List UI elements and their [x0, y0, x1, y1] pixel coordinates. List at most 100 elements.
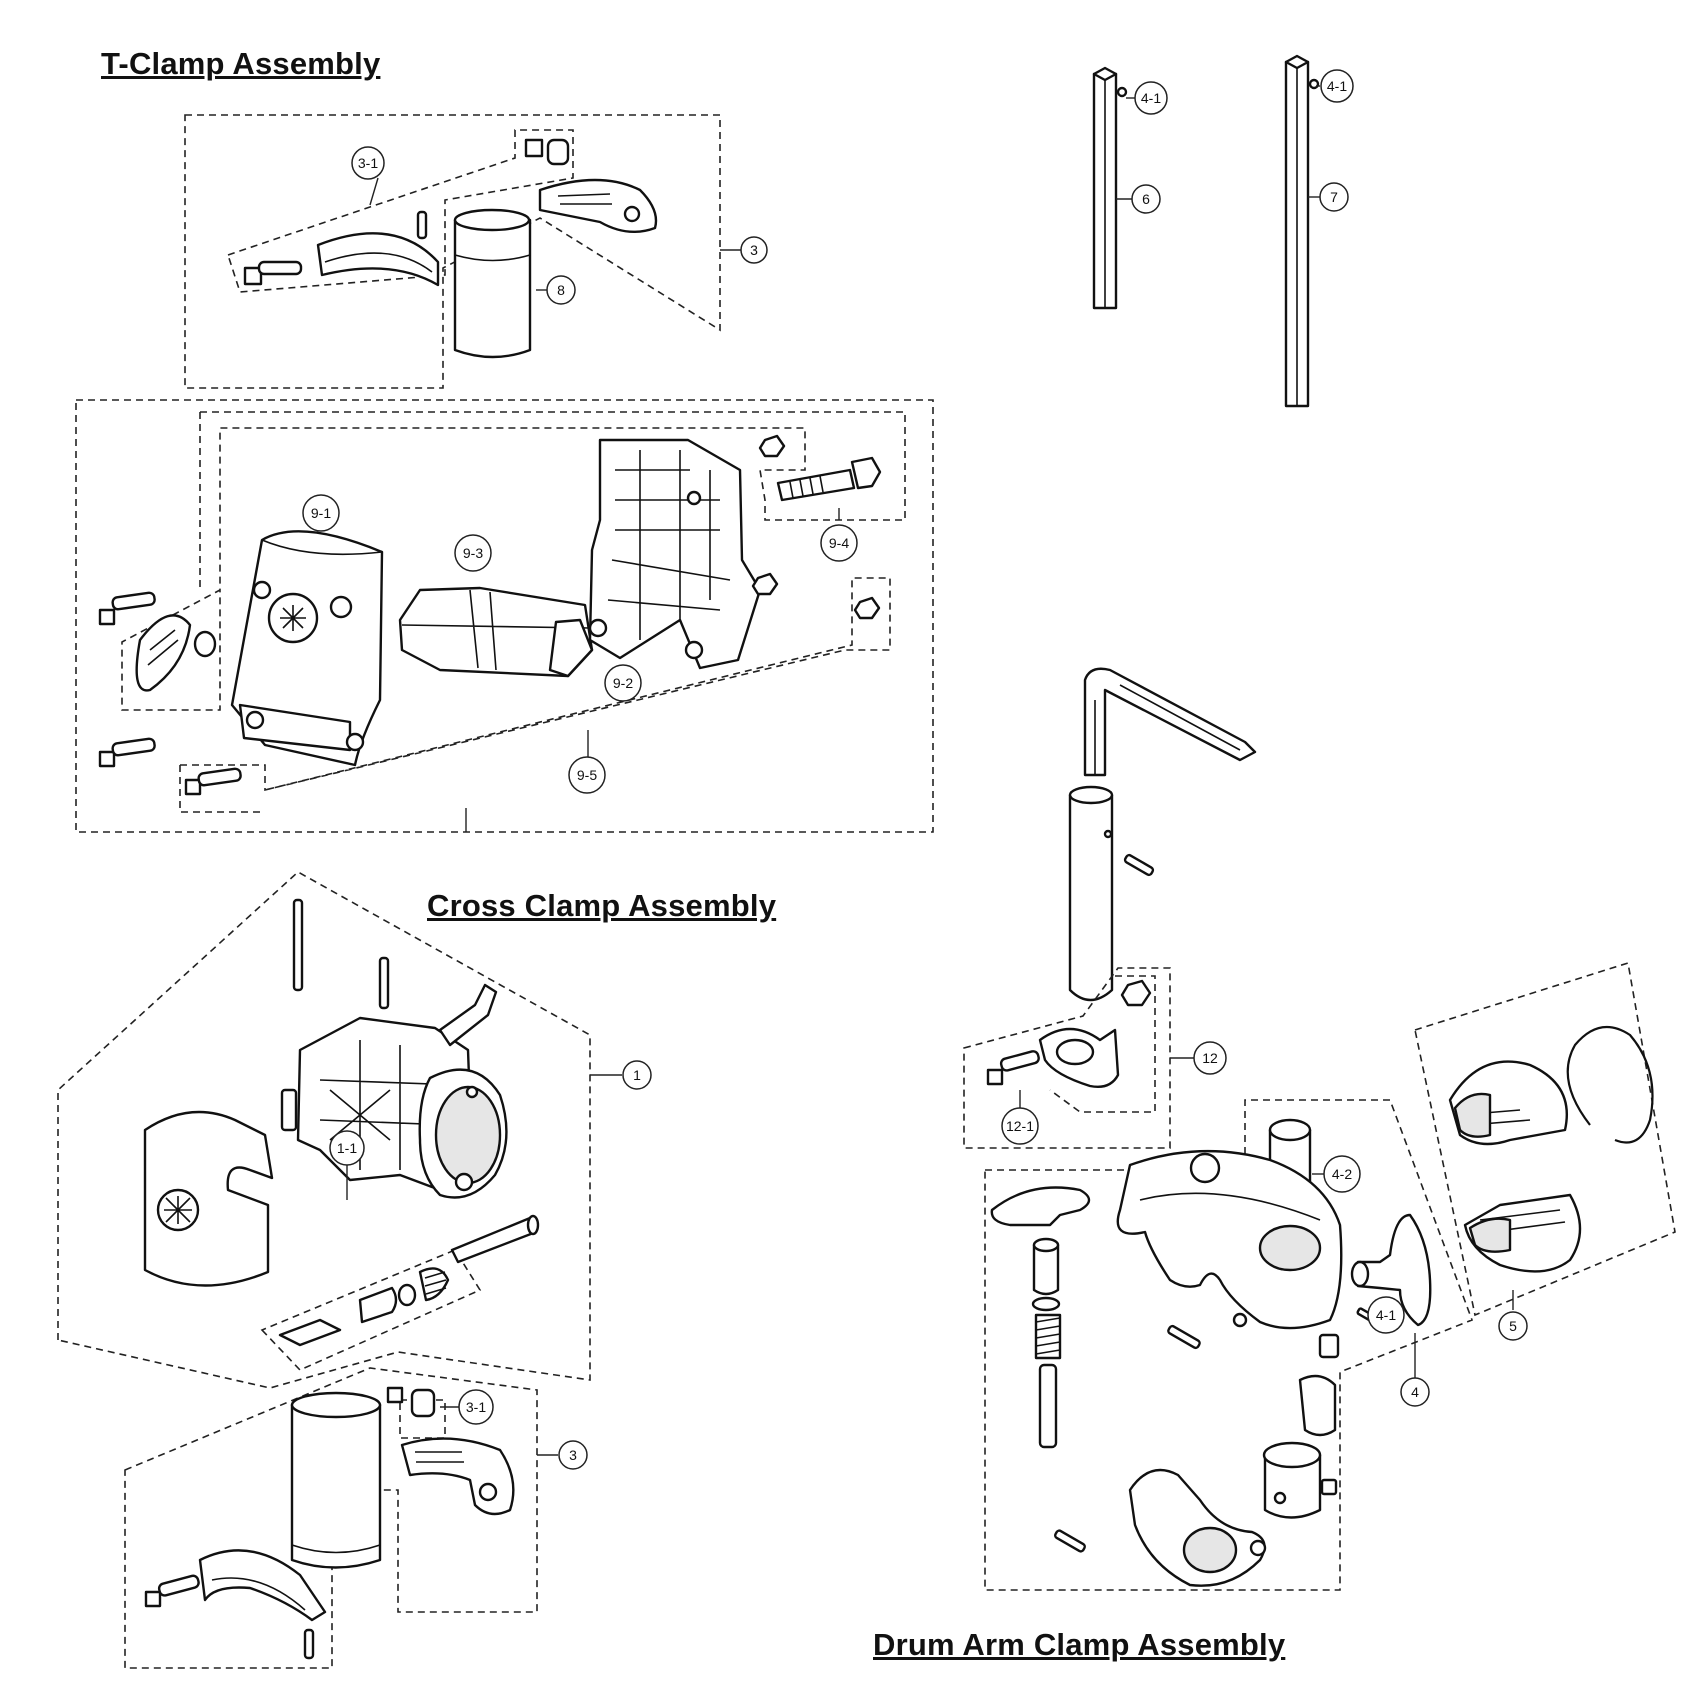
- drum-plunger: [1038, 1363, 1058, 1449]
- lower-spring-parts-1-1: [278, 1214, 540, 1347]
- drum-lower-sleeve: [1262, 1441, 1338, 1519]
- svg-text:4-1: 4-1: [1141, 90, 1161, 106]
- svg-text:6: 6: [1142, 191, 1150, 207]
- t-clamp-heading: T-Clamp Assembly: [101, 46, 381, 81]
- lower-half-ring: [198, 1549, 327, 1622]
- callout-cross-9-2: 9-2: [604, 664, 642, 702]
- svg-text:9-4: 9-4: [829, 535, 849, 551]
- t-clamp-barrel: [546, 138, 570, 166]
- drum-spring: [1034, 1313, 1062, 1360]
- callout-tclamp-3: 3: [740, 236, 768, 264]
- lower-clamp-front-cap: [143, 1110, 274, 1287]
- callout-drum-12: 12: [1193, 1041, 1227, 1075]
- callout-cross-9-5: 9-5: [568, 756, 606, 794]
- svg-text:3: 3: [750, 242, 758, 258]
- callout-rod-7: 7: [1319, 182, 1349, 212]
- cross-clamp-heading: Cross Clamp Assembly: [427, 888, 777, 923]
- svg-text:9-2: 9-2: [613, 675, 633, 691]
- t-clamp-sleeve: [453, 208, 532, 359]
- t-clamp-assembly: [184, 114, 741, 389]
- cross-clamp-hex-nut-3: [853, 596, 881, 620]
- svg-text:3: 3: [569, 1447, 577, 1463]
- svg-text:12: 12: [1202, 1050, 1218, 1066]
- callout-drum-5: 5: [1498, 1311, 1528, 1341]
- lower-clamp-arm: [400, 1437, 515, 1516]
- callout-lower-3: 3: [558, 1440, 588, 1470]
- svg-text:7: 7: [1330, 189, 1338, 205]
- drum-curved-shim: [1298, 1374, 1337, 1437]
- drum-lock-block: [1318, 1333, 1340, 1359]
- callout-lower-1: 1: [622, 1060, 652, 1090]
- lower-pin-small: [303, 1628, 315, 1660]
- t-clamp-pin: [416, 210, 428, 240]
- svg-text:8: 8: [557, 282, 565, 298]
- callout-cross-9-3: 9-3: [454, 534, 492, 572]
- t-clamp-bolt: [243, 260, 303, 286]
- svg-text:5: 5: [1509, 1318, 1517, 1334]
- drum-hex-nut: [1120, 979, 1152, 1007]
- callout-cross-9-4: 9-4: [820, 524, 858, 562]
- callout-cross-9-1: 9-1: [302, 494, 340, 532]
- rod-6: [1092, 66, 1135, 310]
- drum-pin-lower: [1054, 1529, 1086, 1553]
- t-clamp-arm: [538, 178, 658, 234]
- svg-text:3-1: 3-1: [358, 155, 378, 171]
- cross-clamp-bolt-upper: [98, 591, 156, 626]
- t-clamp-half-ring: [316, 232, 440, 287]
- rod-7: [1284, 54, 1322, 408]
- lower-pin-long: [292, 898, 304, 992]
- svg-text:4-2: 4-2: [1332, 1166, 1352, 1182]
- svg-text:4: 4: [1411, 1384, 1419, 1400]
- drum-retaining-ring: [1566, 1025, 1654, 1144]
- callout-lower-1-1: 1-1: [329, 1130, 365, 1166]
- drum-spacer-tube: [1032, 1237, 1060, 1296]
- callout-tclamp-3-1: 3-1: [351, 146, 385, 180]
- lower-pin-short: [378, 956, 390, 1010]
- drum-ball-upper: [1448, 1060, 1568, 1146]
- svg-text:4-1: 4-1: [1376, 1307, 1396, 1323]
- callout-rod-7-4-1: 4-1: [1320, 69, 1354, 103]
- cross-clamp-hex-nut-2: [751, 572, 779, 596]
- drum-t-key-right: [1350, 1213, 1432, 1327]
- callout-lower-3-1: 3-1: [458, 1389, 494, 1425]
- drum-clamp-ring-12: [1038, 1027, 1120, 1089]
- drum-t-key-left: [990, 1186, 1091, 1227]
- callout-drum-4: 4: [1400, 1377, 1430, 1407]
- cross-clamp-washer: [193, 630, 217, 658]
- lower-square-nut: [386, 1386, 404, 1404]
- svg-text:4-1: 4-1: [1327, 78, 1347, 94]
- svg-text:12-1: 12-1: [1006, 1118, 1034, 1134]
- callout-drum-12-1: 12-1: [1001, 1107, 1039, 1145]
- drum-pin-upper: [1123, 853, 1155, 877]
- cross-clamp-bolt-bottom: [184, 767, 242, 796]
- drum-arm-body: [1116, 1149, 1343, 1330]
- drum-lower-clamp-jaw: [1128, 1468, 1267, 1587]
- cross-clamp-hex-tube-9-3: [398, 586, 594, 678]
- t-clamp-square-nut: [524, 138, 544, 158]
- svg-text:3-1: 3-1: [466, 1399, 486, 1415]
- cross-clamp-wing-key: [135, 614, 192, 692]
- cross-clamp-hex-nut-1: [758, 434, 786, 458]
- svg-text:9-3: 9-3: [463, 545, 483, 561]
- callout-rod-6-4-1: 4-1: [1134, 81, 1168, 115]
- drum-ball-lower: [1463, 1193, 1582, 1273]
- callout-drum-4-1: 4-1: [1367, 1296, 1405, 1334]
- callout-drum-4-2: 4-2: [1323, 1155, 1361, 1193]
- drum-tube: [1068, 785, 1114, 1002]
- cross-clamp-housing-9-1: [230, 530, 384, 767]
- cross-clamp-bolt-lower: [98, 737, 156, 768]
- drum-pin-middle: [1167, 1324, 1201, 1350]
- callout-tclamp-8: 8: [546, 275, 576, 305]
- svg-text:1: 1: [633, 1067, 641, 1083]
- cross-clamp-assembly: [75, 399, 934, 833]
- lower-barrel: [410, 1388, 436, 1418]
- drum-arm-clamp-assembly: [963, 667, 1676, 1591]
- svg-text:1-1: 1-1: [337, 1140, 357, 1156]
- lower-clamp-assembly: [57, 871, 622, 1669]
- cross-clamp-frame-9-2: [588, 438, 762, 670]
- drum-washer: [1031, 1296, 1061, 1312]
- svg-text:9-5: 9-5: [577, 767, 597, 783]
- drum-arm-clamp-heading: Drum Arm Clamp Assembly: [873, 1627, 1286, 1662]
- lower-sleeve: [290, 1391, 382, 1569]
